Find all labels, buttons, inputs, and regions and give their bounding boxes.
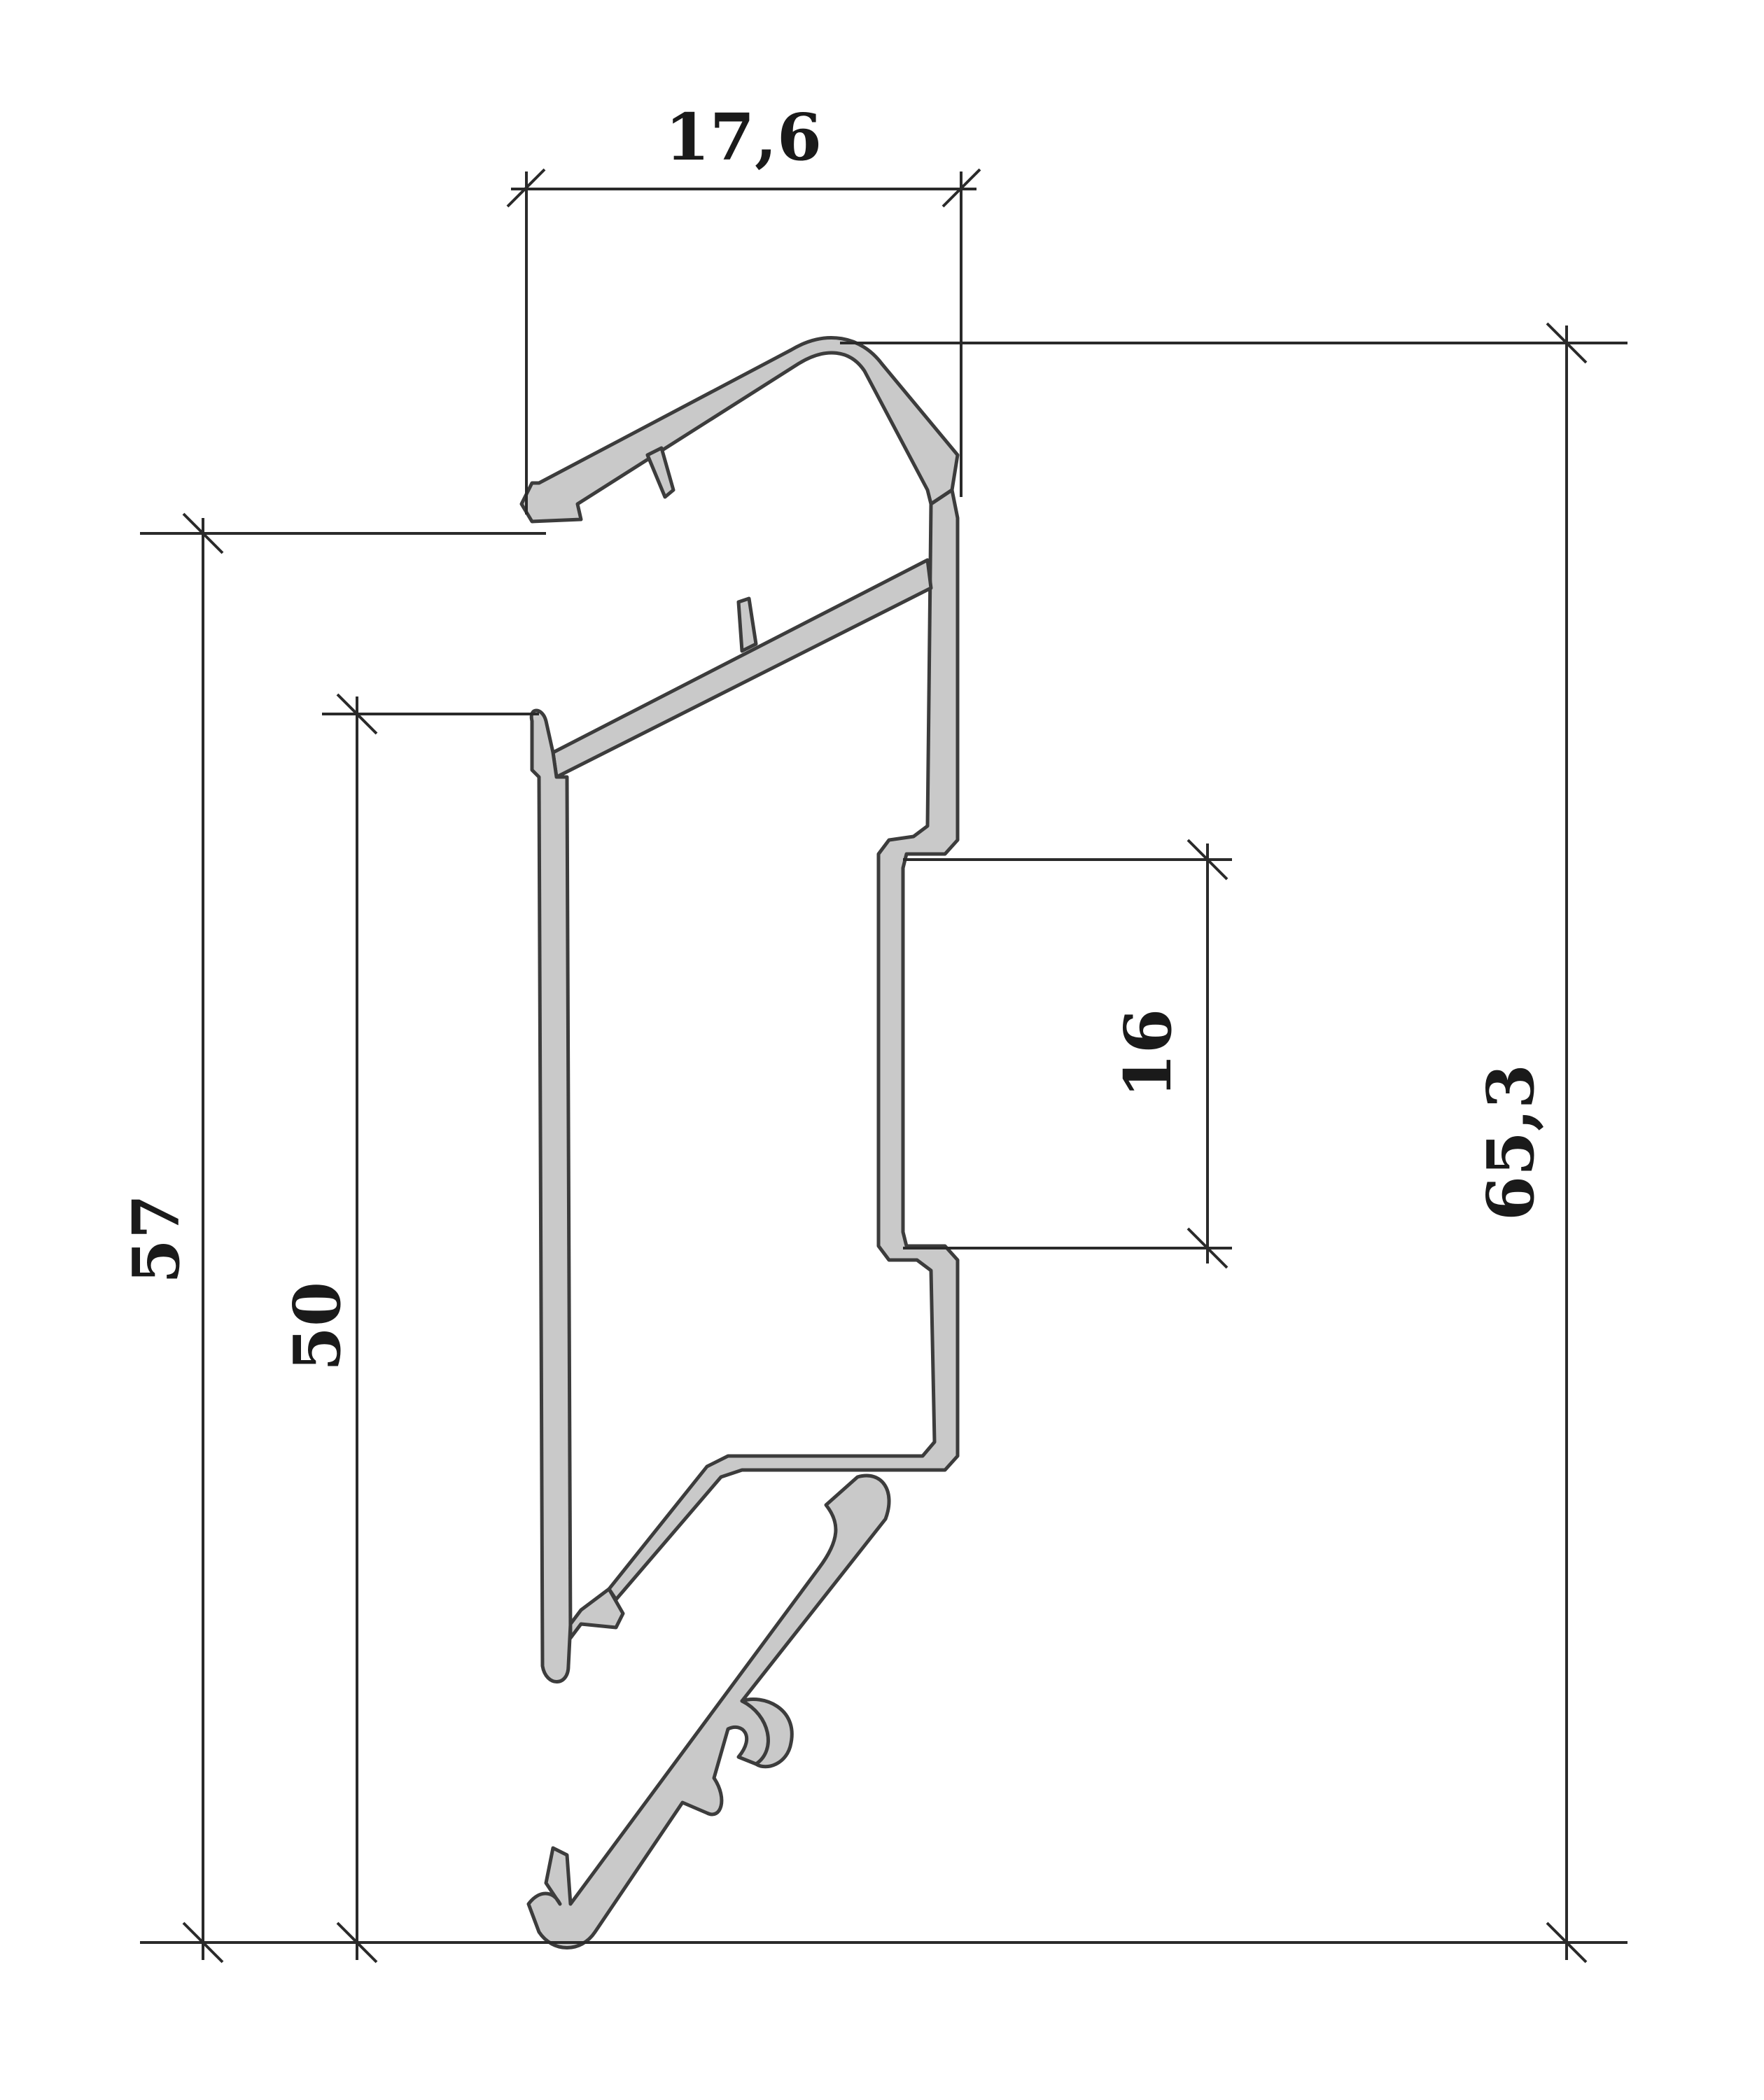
dimension-channel-height: 16 <box>903 839 1232 1269</box>
profile-top-cap <box>519 336 960 524</box>
profile-bottom-foot <box>526 1474 891 1949</box>
dimension-label-left-inner-height: 50 <box>279 1282 355 1371</box>
profile-bottom-knob <box>740 1698 794 1769</box>
profile-upper-fin <box>645 446 676 499</box>
aluminium-profile <box>519 336 960 1949</box>
profile-right-wall <box>607 488 960 1602</box>
dimension-left-inner-height: 50 <box>279 693 539 1963</box>
profile-diagonal-plate <box>551 558 933 779</box>
dimension-label-left-outer-height: 57 <box>118 1194 194 1284</box>
dimension-label-channel-height: 16 <box>1110 1009 1186 1098</box>
dimension-label-overall-height: 65,3 <box>1473 1064 1548 1221</box>
profile-left-leg <box>529 708 625 1684</box>
dimension-left-outer-height: 57 <box>118 512 546 1963</box>
profile-middle-fin <box>736 596 758 653</box>
dimension-top-width: 17,6 <box>506 99 981 514</box>
dimension-overall-height: 65,3 <box>546 322 1628 1963</box>
dimension-label-top-width: 17,6 <box>665 99 822 175</box>
